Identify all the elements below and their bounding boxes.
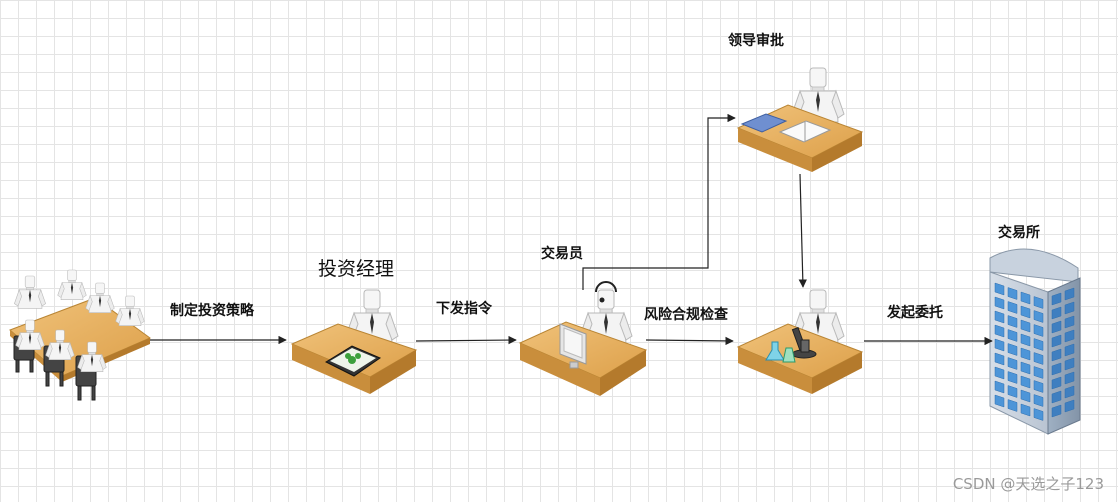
building-window bbox=[1064, 357, 1075, 371]
label-leader-approval: 领导审批 bbox=[728, 33, 784, 49]
arrow-leader-to-risk bbox=[798, 173, 807, 288]
leader-desk-icon bbox=[736, 67, 864, 172]
building-window bbox=[1007, 287, 1018, 300]
label-manager: 投资经理 bbox=[318, 258, 395, 280]
building-window bbox=[1020, 333, 1031, 347]
building-window bbox=[1007, 385, 1018, 398]
risk-check-desk-icon bbox=[736, 289, 864, 394]
building-window bbox=[1020, 319, 1031, 333]
building-window bbox=[1064, 329, 1075, 343]
building-window bbox=[1033, 324, 1044, 337]
building-window bbox=[994, 366, 1005, 380]
building-window bbox=[1033, 296, 1044, 309]
watermark: CSDN @天选之子123 bbox=[952, 475, 1104, 493]
building-window bbox=[1064, 399, 1075, 413]
building-window bbox=[1007, 343, 1018, 356]
building-window bbox=[1051, 362, 1062, 376]
building-window bbox=[1020, 375, 1031, 389]
label-trader: 交易员 bbox=[541, 246, 583, 262]
arrow-manager-to-trader bbox=[415, 335, 517, 345]
building-window bbox=[1033, 310, 1044, 323]
label-dispatch: 下发指令 bbox=[436, 301, 492, 317]
building-window bbox=[1033, 352, 1044, 365]
building-window bbox=[994, 282, 1005, 296]
arrow-trader-to-leader bbox=[582, 113, 736, 290]
building-window bbox=[1051, 348, 1062, 362]
exchange-building-icon bbox=[989, 248, 1081, 435]
building-window bbox=[1051, 320, 1062, 334]
building-window bbox=[1033, 338, 1044, 351]
building-window bbox=[1064, 301, 1075, 315]
building-window bbox=[1051, 334, 1062, 348]
building-window bbox=[994, 394, 1005, 408]
building-window bbox=[1064, 385, 1075, 399]
building-window bbox=[1051, 376, 1062, 390]
label-strategy: 制定投资策略 bbox=[170, 303, 254, 319]
building-window bbox=[1033, 408, 1044, 421]
building-window bbox=[1020, 361, 1031, 375]
building-window bbox=[1033, 380, 1044, 393]
building-window bbox=[994, 380, 1005, 394]
building-window bbox=[1051, 404, 1062, 418]
building-window bbox=[1020, 291, 1031, 305]
building-window bbox=[994, 352, 1005, 366]
building-window bbox=[1051, 306, 1062, 320]
label-risk-check: 风险合规检查 bbox=[644, 307, 728, 323]
building-window bbox=[1007, 371, 1018, 384]
building-window bbox=[994, 310, 1005, 324]
building-window bbox=[1007, 357, 1018, 370]
building-window bbox=[994, 324, 1005, 338]
building-window bbox=[1020, 347, 1031, 361]
building-window bbox=[1064, 315, 1075, 329]
manager-desk-icon bbox=[290, 289, 418, 394]
building-window bbox=[1020, 389, 1031, 403]
building-window bbox=[1033, 394, 1044, 407]
building-window bbox=[1020, 305, 1031, 319]
building-window bbox=[1033, 366, 1044, 379]
building-window bbox=[1007, 399, 1018, 412]
building-window bbox=[1051, 390, 1062, 404]
trader-desk-icon bbox=[518, 281, 648, 396]
building-window bbox=[1007, 329, 1018, 342]
building-window bbox=[994, 338, 1005, 352]
building-window bbox=[1064, 371, 1075, 385]
building-window bbox=[1064, 343, 1075, 357]
flow-arrows bbox=[150, 113, 993, 346]
building-window bbox=[1007, 315, 1018, 328]
building-window bbox=[1020, 403, 1031, 417]
meeting-table-icon bbox=[9, 269, 152, 401]
building-window bbox=[994, 296, 1005, 310]
building-window bbox=[1064, 287, 1075, 301]
label-exchange: 交易所 bbox=[998, 225, 1040, 241]
label-order: 发起委托 bbox=[887, 305, 943, 321]
arrow-trader-to-risk bbox=[645, 336, 734, 346]
building-window bbox=[1051, 292, 1062, 306]
building-window bbox=[1007, 301, 1018, 314]
